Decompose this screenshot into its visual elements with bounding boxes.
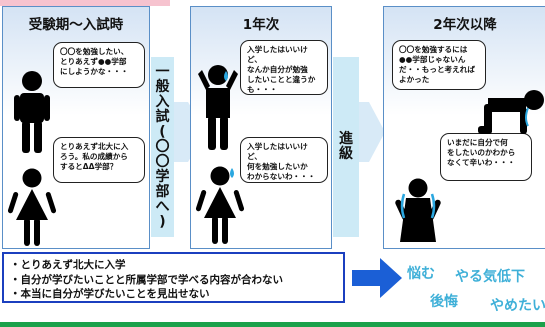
speech-bubble: とりあえず北大に入 ろう。私の成績から するとΔΔ学部？ [53, 137, 145, 183]
result-arrow-icon [352, 258, 402, 298]
transition-entrance-exam: 一般入試(〇〇学部へ) [151, 57, 174, 237]
summary-box: ・とりあえず北大に入学 ・自分が学びたいことと所属学部で学べる内容が合わない ・… [2, 252, 345, 303]
person-kneeling-icon [478, 90, 544, 134]
person-standing-icon [14, 71, 50, 153]
summary-line: ・本当に自分が学びたいことを見出せない [10, 288, 210, 300]
person-worried-icon [198, 65, 238, 150]
flow-arrow-icon [359, 102, 385, 162]
feeling-regret: 後悔 [430, 294, 458, 310]
person-female-icon [7, 168, 57, 246]
speech-bubble: 〇〇を勉強するには ●●学部じゃないん だ・・もっと考えれば よかった [392, 40, 486, 90]
header-accent-bar [0, 0, 170, 6]
person-female-worried-icon [195, 166, 245, 244]
feeling-worry: 悩む [407, 266, 435, 282]
feeling-want-to-quit: やめたい [490, 298, 545, 314]
panel-title: 受験期～入試時 [28, 17, 124, 33]
panel-title: 1年次 [242, 17, 280, 33]
footer-line [0, 322, 545, 327]
speech-bubble: 入学したはいいけど、 なんか自分が勉強 したいことと違うか も・・・ [240, 40, 328, 95]
summary-line: ・自分が学びたいことと所属学部で学べる内容が合わない [10, 273, 283, 286]
transition-promotion: 進級 [333, 57, 359, 237]
panel-title: 2年次以降 [433, 17, 497, 33]
speech-bubble: いまだに自分で何 をしたいのかわから なくて辛いわ・・・ [440, 133, 532, 181]
person-crying-icon [395, 178, 441, 242]
summary-line: ・とりあえず北大に入学 [10, 259, 126, 271]
feeling-low-motivation: やる気低下 [455, 269, 525, 285]
speech-bubble: 〇〇を勉強したい、 とりあえず●●学部 にしようかな・・・ [53, 42, 145, 88]
speech-bubble: 入学したはいいけど、 何を勉強したいか わからないわ・・・ [240, 137, 328, 183]
